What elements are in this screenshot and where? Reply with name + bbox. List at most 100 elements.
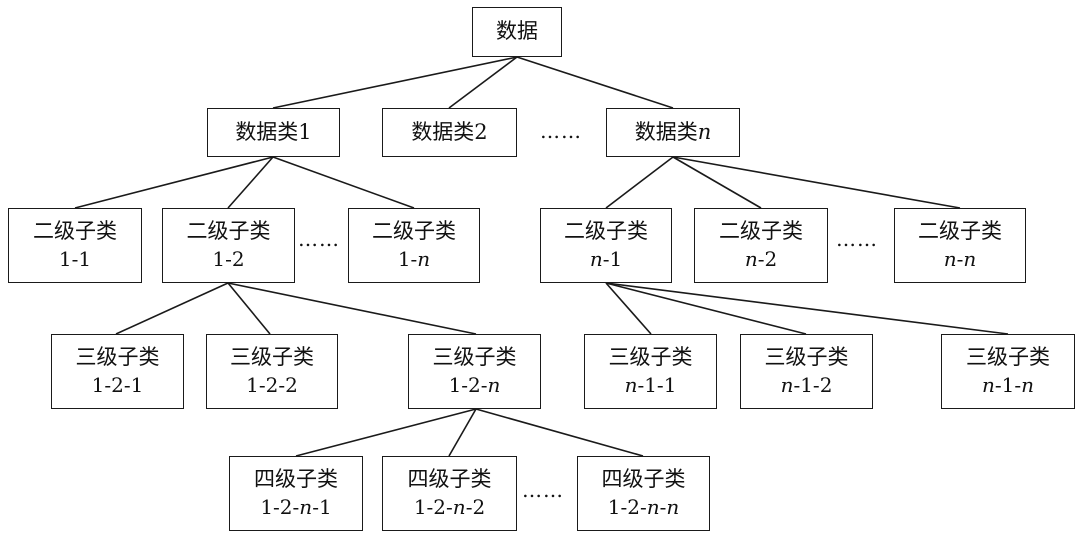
node-root: 数据 (472, 7, 562, 57)
node-sub2-1-n-var: n (417, 247, 431, 272)
node-sub2-1-2-line1: 二级子类 (186, 219, 271, 244)
node-sub3-1-2-2-line2: 1-2-2 (246, 373, 298, 398)
node-sub2-1-n: 二级子类 1-n (348, 208, 480, 283)
edge-s12-t122 (227, 282, 271, 335)
node-sub3-n-1-n-line2: n-1-n (982, 372, 1034, 398)
node-sub2-n-1-var: n (589, 247, 603, 272)
node-sub3-n-1-1-line1: 三级子类 (608, 345, 693, 370)
node-sub4-1-2-n-2-pre: 1-2- (413, 495, 453, 520)
node-sub3-1-2-1-line2: 1-2-1 (91, 373, 144, 398)
node-sub3-n-1-1-var: n (624, 373, 638, 398)
node-sub4-1-2-n-n-line1: 四级子类 (601, 467, 686, 492)
ellipsis-level-1: …… (540, 119, 582, 143)
node-category-n-label: 数据类n (635, 119, 712, 147)
node-sub3-1-2-n-num: 1-2- (448, 373, 488, 398)
node-sub2-1-1: 二级子类 1-1 (8, 208, 142, 283)
node-sub2-n-n-var-b: n (963, 247, 977, 272)
node-sub2-n-n-line1: 二级子类 (918, 219, 1002, 244)
node-sub2-n-1-num: -1 (602, 247, 623, 272)
edge-cn-sn2 (672, 156, 762, 209)
node-sub2-n-2-line2: n-2 (745, 246, 777, 272)
ellipsis-level-4: …… (522, 478, 564, 502)
node-category-1: 数据类1 (207, 108, 340, 157)
node-sub4-1-2-n-2-post: -2 (465, 495, 486, 520)
node-sub2-1-2-line2: 1-2 (212, 247, 245, 272)
edge-s12-t12n (227, 282, 477, 335)
node-sub2-1-1-line2: 1-1 (58, 247, 92, 272)
edge-c1-s11 (74, 156, 274, 209)
edge-sn1-tn1n (605, 282, 1009, 335)
node-sub4-1-2-n-n-pre: 1-2- (607, 495, 647, 520)
node-sub4-1-2-n-1-post: -1 (312, 495, 332, 520)
node-sub2-n-1-line1: 二级子类 (564, 219, 648, 244)
node-root-label: 数据 (496, 19, 538, 44)
node-sub2-1-n-line1: 二级子类 (372, 219, 456, 244)
node-sub2-n-2-line1: 二级子类 (719, 219, 803, 244)
node-sub3-n-1-n-var-b: n (1021, 373, 1035, 398)
edge-root-cn (516, 56, 674, 109)
node-sub2-n-2-var: n (744, 247, 758, 272)
node-sub4-1-2-n-1-var: n (299, 495, 313, 520)
edge-root-c1 (272, 56, 518, 109)
node-sub4-1-2-n-n-var-b: n (666, 495, 680, 520)
edge-s12-t121 (115, 282, 229, 335)
node-sub2-1-1-line1: 二级子类 (33, 219, 117, 244)
edge-sn1-tn11 (605, 282, 652, 335)
edge-cn-snn (672, 156, 961, 209)
node-sub4-1-2-n-n-var-a: n (646, 495, 660, 520)
node-sub3-n-1-1-num: -1-1 (637, 373, 677, 398)
node-sub3-n-1-n-var-a: n (981, 373, 995, 398)
ellipsis-level-2-left: …… (298, 227, 340, 251)
node-sub2-1-n-num: 1- (397, 247, 418, 272)
node-sub4-1-2-n-1-line2: 1-2-n-1 (260, 494, 331, 520)
node-sub3-n-1-2: 三级子类 n-1-2 (740, 334, 873, 409)
node-sub4-1-2-n-n-line2: 1-2-n-n (608, 494, 680, 520)
edge-t12n-fn (475, 408, 644, 457)
node-sub2-1-2: 二级子类 1-2 (162, 208, 295, 283)
node-sub3-1-2-2-line1: 三级子类 (230, 345, 314, 370)
ellipsis-level-2-right: …… (836, 227, 878, 251)
node-sub4-1-2-n-2-var: n (452, 495, 466, 520)
edge-c1-s12 (227, 156, 274, 209)
edge-c1-s1n (272, 156, 415, 209)
node-sub3-1-2-n-var: n (487, 373, 501, 398)
node-sub3-n-1-n-line1: 三级子类 (966, 345, 1050, 370)
edge-t12n-f2 (448, 408, 477, 457)
node-sub3-n-1-2-var: n (780, 373, 794, 398)
node-sub2-n-n-line2: n-n (944, 246, 977, 272)
node-sub4-1-2-n-n-sep: - (659, 495, 667, 520)
edge-t12n-f1 (295, 408, 477, 457)
node-sub4-1-2-n-1-pre: 1-2- (260, 495, 300, 520)
node-sub4-1-2-n-1-line1: 四级子类 (254, 467, 338, 492)
node-sub3-1-2-2: 三级子类 1-2-2 (206, 334, 338, 409)
node-category-2: 数据类2 (382, 108, 517, 157)
node-sub2-n-1-line2: n-1 (590, 246, 622, 272)
node-sub2-1-n-line2: 1-n (398, 246, 430, 272)
node-sub4-1-2-n-2-line1: 四级子类 (407, 467, 492, 492)
node-sub3-1-2-n: 三级子类 1-2-n (408, 334, 541, 409)
node-sub4-1-2-n-2-line2: 1-2-n-2 (414, 494, 485, 520)
node-category-2-label: 数据类2 (411, 119, 488, 144)
node-sub4-1-2-n-1: 四级子类 1-2-n-1 (229, 456, 363, 531)
node-category-n-var: n (697, 119, 712, 144)
node-sub2-n-n: 二级子类 n-n (894, 208, 1026, 283)
node-sub3-n-1-2-line1: 三级子类 (764, 345, 849, 370)
node-sub4-1-2-n-2: 四级子类 1-2-n-2 (382, 456, 517, 531)
node-sub3-n-1-1-line2: n-1-1 (625, 372, 677, 398)
edge-root-c2 (448, 56, 518, 109)
node-sub3-n-1-n: 三级子类 n-1-n (941, 334, 1075, 409)
node-sub3-1-2-n-line2: 1-2-n (449, 372, 501, 398)
node-sub2-n-n-sep: - (956, 247, 964, 272)
node-category-n: 数据类n (606, 108, 740, 157)
node-sub2-n-1: 二级子类 n-1 (540, 208, 672, 283)
node-sub2-n-2: 二级子类 n-2 (694, 208, 828, 283)
node-category-1-label: 数据类1 (235, 119, 312, 144)
node-sub2-n-2-num: -2 (757, 247, 778, 272)
node-category-n-prefix: 数据类 (634, 119, 698, 144)
node-sub4-1-2-n-n: 四级子类 1-2-n-n (577, 456, 710, 531)
node-sub3-n-1-n-mid: -1- (994, 373, 1022, 398)
node-sub3-1-2-1-line1: 三级子类 (75, 345, 160, 370)
node-sub3-n-1-2-line2: n-1-2 (781, 372, 833, 398)
